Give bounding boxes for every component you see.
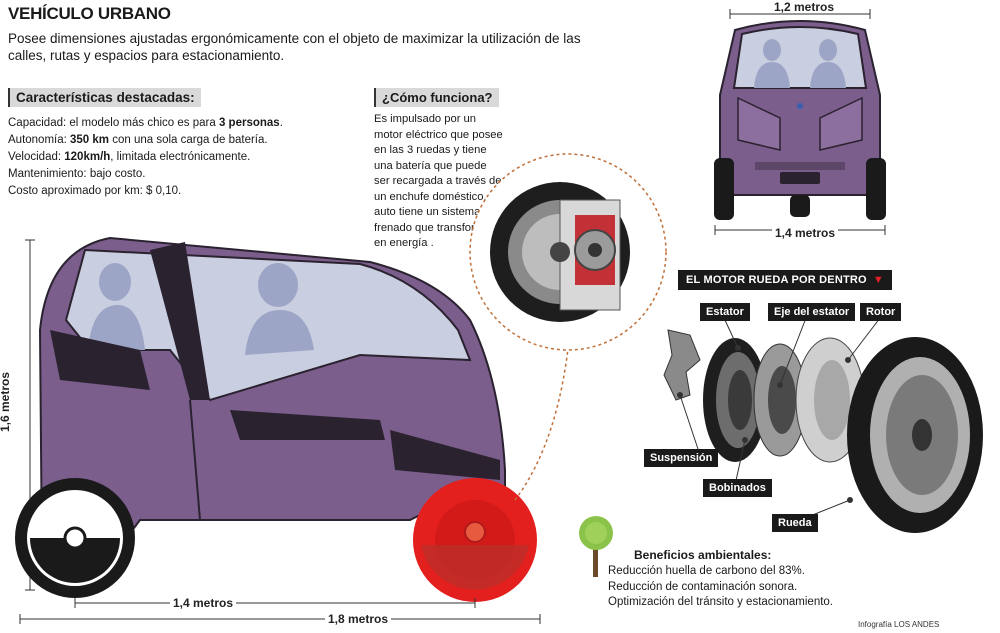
page-title: VEHÍCULO URBANO [8, 4, 171, 23]
feature-item: Autonomía: 350 km con una sola carga de … [8, 132, 358, 149]
feature-value: 120km/h [64, 151, 111, 163]
front-view-car [714, 9, 886, 235]
dim-wheelbase: 1,4 metros [170, 596, 237, 610]
label-estator: Estator [700, 303, 750, 321]
triangle-down-icon: ▼ [872, 274, 884, 286]
feature-suffix: . [279, 117, 283, 129]
credit: Infografía LOS ANDES [858, 620, 940, 629]
dim-length: 1,8 metros [325, 612, 392, 626]
motor-heading: EL MOTOR RUEDA POR DENTRO [686, 274, 867, 286]
features-list: Capacidad: el modelo más chico es para 3… [8, 115, 358, 200]
feature-suffix: , limitada electrónicamente. [110, 151, 251, 163]
how-heading: ¿Cómo funciona? [374, 88, 499, 107]
label-bobinados: Bobinados [703, 479, 772, 497]
tree-icon [579, 516, 613, 577]
feature-label: Mantenimiento: bajo costo. [8, 168, 146, 180]
feature-item: Velocidad: 120km/h, limitada electrónica… [8, 149, 358, 166]
feature-label: Velocidad: [8, 151, 65, 163]
feature-suffix: con una sola carga de batería. [109, 134, 268, 146]
feature-value: 350 km [70, 134, 110, 146]
label-suspension: Suspensión [644, 449, 719, 467]
benefits-list: Reducción huella de carbono del 83%. Red… [608, 564, 908, 611]
feature-item: Costo aproximado por km: $ 0,10. [8, 183, 358, 200]
intro-text: Posee dimensiones ajustadas ergonómicame… [8, 31, 581, 63]
feature-value: 3 personas [218, 117, 280, 129]
label-eje: Eje del estator [768, 303, 856, 321]
how-text: Es impulsado por un motor eléctrico que … [374, 113, 503, 249]
benefit-item: Reducción huella de carbono del 83%. [608, 565, 805, 577]
dim-height: 1,6 metros [0, 368, 13, 436]
benefits-box: Beneficios ambientales: Reducción huella… [608, 548, 908, 611]
benefits-heading: Beneficios ambientales: [634, 548, 772, 562]
exploded-motor [663, 317, 983, 533]
connector-line [514, 329, 571, 501]
dim-front-bottom: 1,4 metros [772, 226, 839, 240]
feature-label: Capacidad: el modelo más chico es para [8, 117, 219, 129]
motor-heading-bar: EL MOTOR RUEDA POR DENTRO ▼ [678, 270, 892, 290]
wheel-motor-zoom [469, 153, 667, 351]
feature-item: Mantenimiento: bajo costo. [8, 166, 358, 183]
side-view-car [15, 236, 541, 624]
feature-label: Autonomía: [8, 134, 71, 146]
features-box: Características destacadas: Capacidad: e… [8, 88, 358, 200]
label-rueda: Rueda [772, 514, 818, 532]
feature-label: Costo aproximado por km: $ 0,10. [8, 185, 182, 197]
label-rotor: Rotor [860, 303, 902, 321]
feature-item: Capacidad: el modelo más chico es para 3… [8, 115, 358, 132]
benefit-item: Reducción de contaminación sonora. [608, 580, 798, 593]
how-box: ¿Cómo funciona? Es impulsado por un moto… [374, 88, 504, 252]
features-heading: Características destacadas: [8, 88, 201, 107]
dim-front-top: 1,2 metros [774, 0, 835, 14]
benefit-item: Optimización del tránsito y estacionamie… [608, 596, 833, 608]
